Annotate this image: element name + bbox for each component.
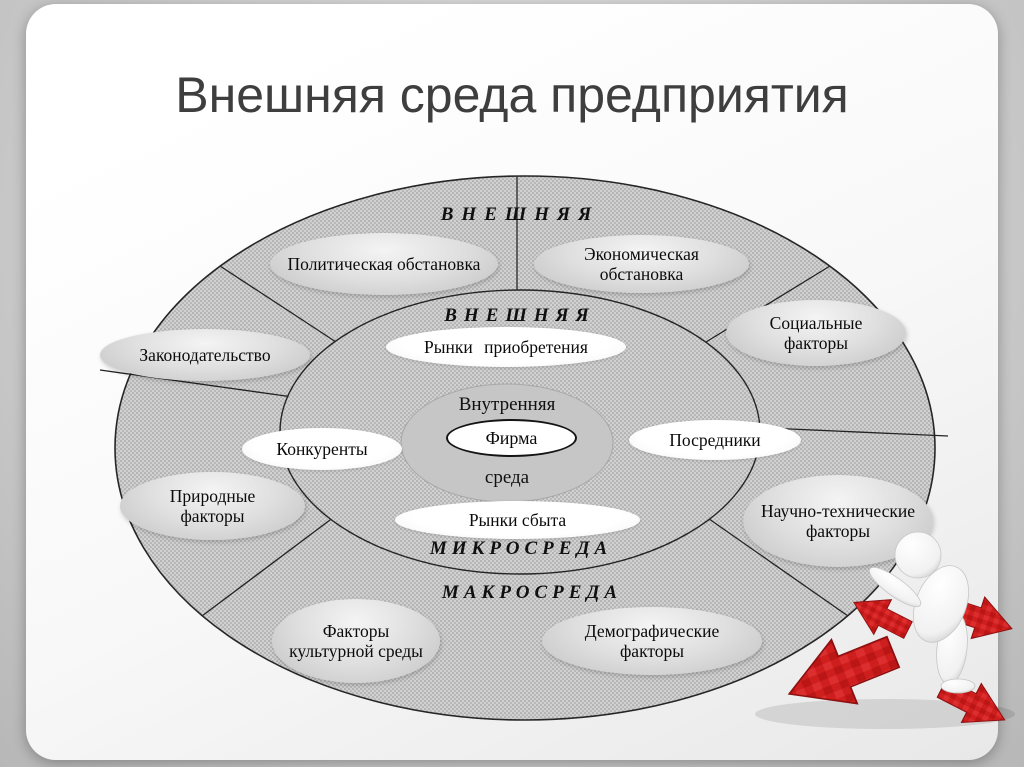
- factor-legislation: Законодательство: [100, 329, 310, 381]
- divider-lower-left: [201, 513, 339, 617]
- slide-title: Внешняя среда предприятия: [175, 67, 849, 123]
- factor-political: Политическая обстановка: [270, 233, 498, 295]
- person-figure: [868, 531, 976, 694]
- person-head: [894, 531, 942, 579]
- factor-intermediaries: Посредники: [629, 420, 801, 460]
- middle-ring-top-label: ВНЕШНЯЯ: [444, 305, 596, 326]
- middle-ring-bottom-label: МИКРОСРЕДА: [429, 538, 613, 559]
- factor-social: Социальные факторы: [726, 300, 906, 366]
- factor-sales-markets: Рынки сбыта: [395, 501, 640, 539]
- factor-natural: Природные факторы: [120, 472, 305, 540]
- factor-procurement-markets: Рынки приобретения: [386, 327, 626, 367]
- factor-demographic: Демографические факторы: [542, 607, 762, 675]
- firm-core-ellipse: Фирма: [446, 419, 577, 457]
- divider-left: [99, 369, 301, 399]
- person-torso: [912, 565, 970, 643]
- inner-zone-bottom-label: среда: [484, 467, 530, 488]
- outer-ring-bottom-label: МАКРОСРЕДА: [441, 582, 623, 603]
- factor-economic: Экономическая обстановка: [534, 235, 749, 293]
- inner-zone-top-label: Внутренняя: [458, 394, 556, 415]
- divider-lower-right: [701, 513, 849, 617]
- factor-competitors: Конкуренты: [242, 428, 402, 470]
- illustration-shadow: [755, 699, 1015, 729]
- factor-cultural: Факторы культурной среды: [272, 599, 440, 683]
- divider-upper-left: [219, 265, 337, 343]
- figure-with-arrows-illustration: [755, 531, 1020, 740]
- person-arm: [868, 566, 922, 608]
- person-foot: [940, 678, 976, 694]
- outer-ring-top-label: ВНЕШНЯЯ: [440, 204, 600, 225]
